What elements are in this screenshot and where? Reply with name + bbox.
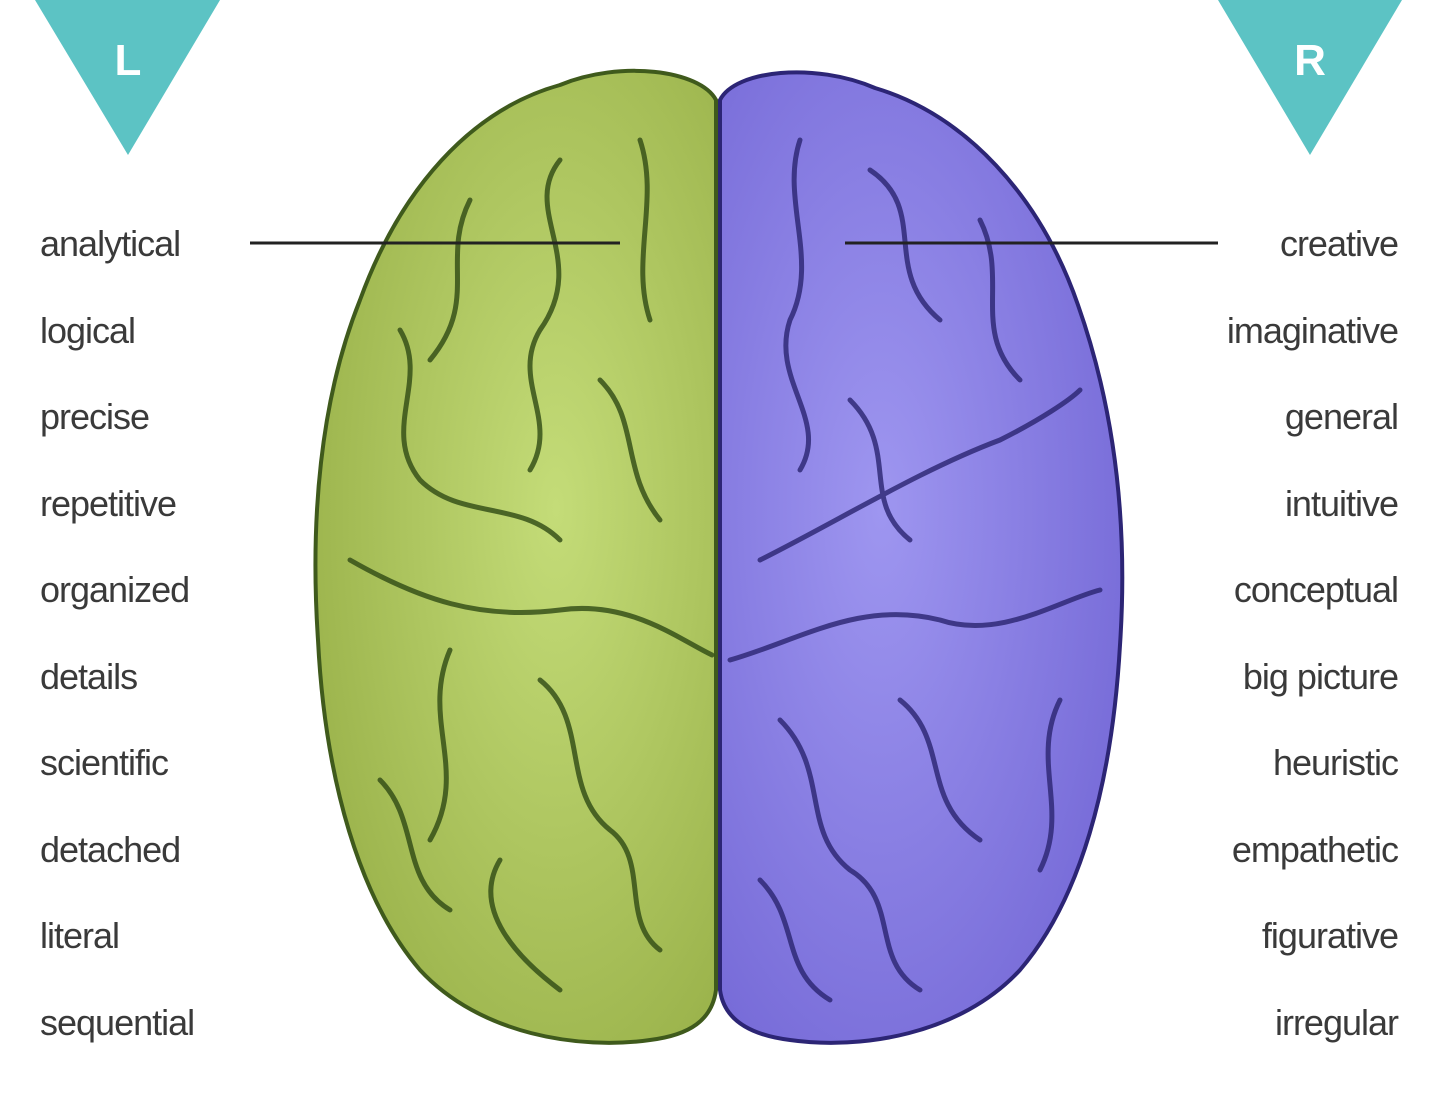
left-hemisphere <box>313 68 718 1045</box>
trait-label: heuristic <box>1272 742 1399 783</box>
trait-label: details <box>40 655 138 697</box>
trait-label: irregular <box>1274 1001 1399 1043</box>
trait-label: big picture <box>1242 655 1399 697</box>
right-sulci <box>727 137 1103 1003</box>
trait-label: intuitive <box>1284 482 1399 524</box>
trait-label: conceptual <box>1233 569 1399 610</box>
right-marker-label: R <box>1294 36 1326 85</box>
trait-label: logical <box>40 309 136 351</box>
trait-label: empathetic <box>1231 828 1399 870</box>
trait-label: precise <box>40 396 150 437</box>
trait-label: scientific <box>40 742 169 783</box>
trait-label: creative <box>1279 223 1399 264</box>
left-marker-triangle <box>35 0 220 155</box>
trait-label: analytical <box>40 223 181 264</box>
trait-label: repetitive <box>40 482 177 524</box>
trait-label: general <box>1284 396 1399 437</box>
trait-label: organized <box>40 569 190 610</box>
left-marker-label: L <box>114 36 142 85</box>
trait-label: sequential <box>40 1001 195 1043</box>
trait-label: figurative <box>1261 915 1399 956</box>
right-hemisphere <box>718 70 1125 1045</box>
trait-label: imaginative <box>1226 309 1399 351</box>
trait-label: literal <box>40 915 120 956</box>
left-sulci <box>347 137 715 993</box>
right-marker-triangle <box>1218 0 1402 155</box>
trait-label: detached <box>40 828 181 870</box>
